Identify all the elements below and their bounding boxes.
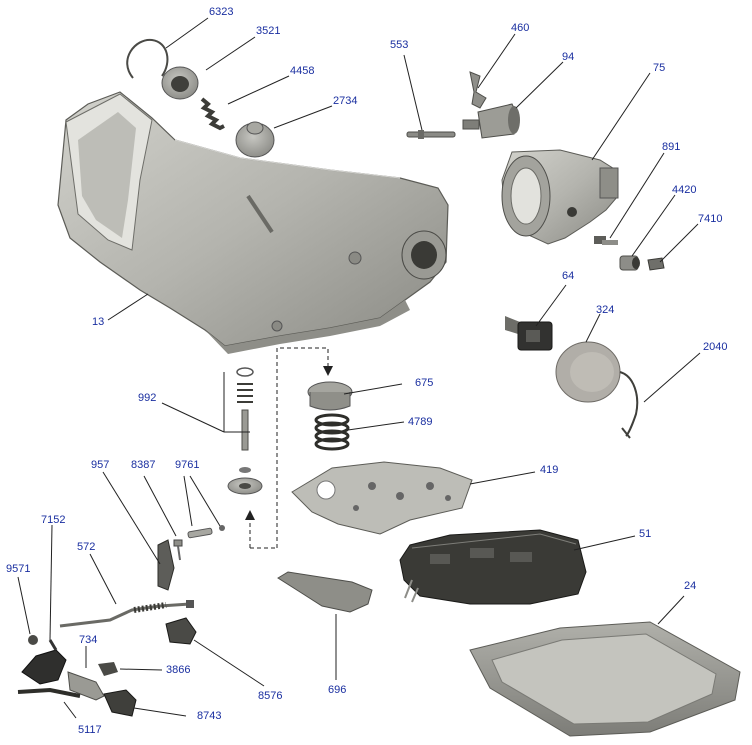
label-9571: 9571: [6, 563, 31, 575]
label-5117: 5117: [78, 724, 102, 736]
label-324: 324: [596, 304, 615, 316]
label-992: 992: [138, 392, 157, 404]
seal-3521: [161, 66, 199, 100]
bracket-plate-696: [277, 571, 373, 613]
bracket-734: [67, 671, 105, 701]
label-734: 734: [79, 634, 98, 646]
label-572: 572: [77, 541, 96, 553]
pin-9761: [187, 525, 225, 539]
label-7410: 7410: [698, 213, 723, 225]
shaft-553: [406, 130, 456, 139]
rod-5117: [17, 687, 81, 698]
transmission-case: [57, 91, 449, 354]
fitting-891: [594, 236, 618, 245]
valve-stack-992: [223, 367, 263, 495]
label-75: 75: [653, 62, 666, 74]
label-891: 891: [662, 141, 681, 153]
leader-lines: [17, 17, 701, 719]
clip-3866: [98, 662, 118, 676]
spring-4789: [314, 413, 350, 451]
pin-8387: [173, 539, 183, 561]
label-675: 675: [415, 377, 434, 389]
clip-7410: [647, 257, 665, 271]
label-94: 94: [562, 51, 575, 63]
label-24: 24: [684, 580, 697, 592]
label-957: 957: [91, 459, 110, 471]
label-2040: 2040: [703, 341, 728, 353]
label-8387: 8387: [131, 459, 156, 471]
label-7152: 7152: [41, 514, 66, 526]
label-51: 51: [639, 528, 652, 540]
label-6323: 6323: [209, 6, 234, 18]
rod-572: [59, 600, 194, 628]
bracket-8743: [103, 689, 137, 717]
accumulator-piston-675: [307, 381, 353, 411]
label-553: 553: [390, 39, 409, 51]
label-460: 460: [511, 22, 530, 34]
label-3866: 3866: [166, 664, 191, 676]
label-4458: 4458: [290, 65, 315, 77]
label-4789: 4789: [408, 416, 433, 428]
nut-9571: [28, 635, 38, 645]
extension-housing-75: [501, 149, 619, 245]
label-8576: 8576: [258, 690, 283, 702]
label-8743: 8743: [197, 710, 222, 722]
fitting-4420: [619, 255, 640, 271]
label-9761: 9761: [175, 459, 200, 471]
cover-disc-324: [555, 341, 621, 403]
dashed-assembly-guide: [245, 347, 333, 549]
shift-arm-7152: [21, 639, 67, 685]
label-3521: 3521: [256, 25, 281, 37]
oil-pan-24: [469, 621, 741, 737]
modulator-94: [462, 103, 520, 139]
piston-2734: [235, 121, 275, 158]
label-64: 64: [562, 270, 575, 282]
wire-clip-2040: [619, 371, 639, 439]
separator-plate-419: [291, 461, 473, 535]
bracket-460: [469, 71, 487, 109]
label-696: 696: [328, 684, 347, 696]
snap-ring-6323: [126, 38, 169, 79]
label-4420: 4420: [672, 184, 697, 196]
speed-sensor-64: [505, 316, 553, 351]
label-419: 419: [540, 464, 559, 476]
spring-4458: [200, 97, 225, 131]
label-13: 13: [92, 316, 105, 328]
bracket-8576: [165, 617, 197, 645]
label-2734: 2734: [333, 95, 358, 107]
valve-body-51: [399, 529, 587, 605]
lever-957: [157, 539, 175, 591]
